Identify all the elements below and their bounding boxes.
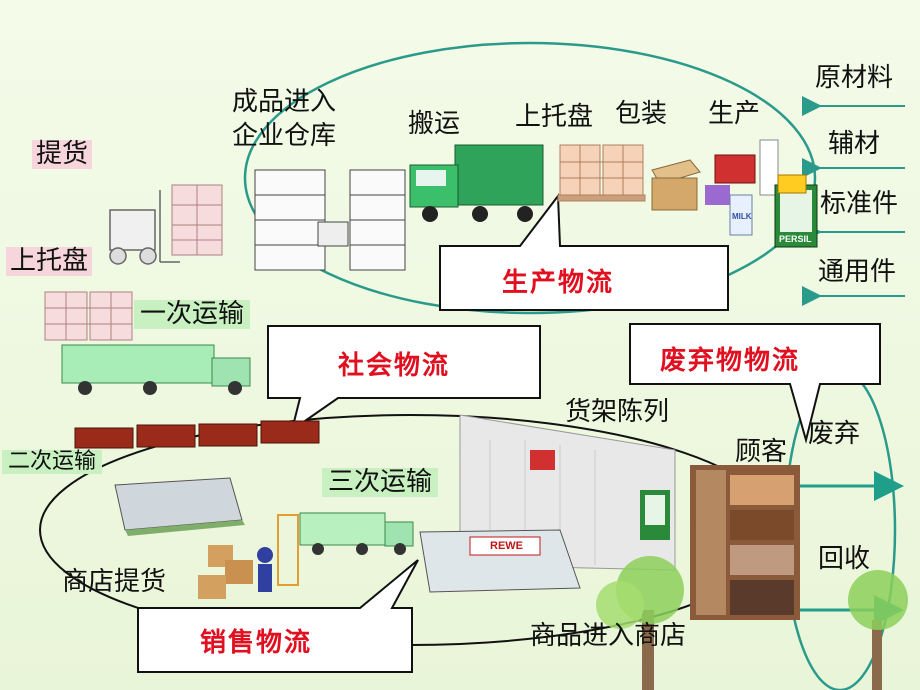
label-shelf-display: 货架陈列 (565, 397, 670, 427)
distribution-center-illustration (114, 477, 245, 536)
input-general-parts: 通用件 (818, 257, 897, 287)
label-finished-warehouse-line1: 成品进入 (232, 87, 337, 117)
production-logistics-ellipse (243, 41, 817, 315)
bubble-waste-logistics: 废弃物物流 (660, 346, 801, 376)
sales-bubble-shape (137, 559, 419, 673)
input-raw-materials: 原材料 (815, 63, 894, 93)
production-bubble-shape (439, 193, 729, 311)
label-carry: 搬运 (408, 109, 461, 139)
label-second-transport: 二次运输 (2, 449, 103, 475)
label-store-pickup: 商店提货 (62, 567, 167, 597)
third-transport-truck (299, 512, 414, 555)
pallet-stack-left-top (171, 184, 223, 256)
input-standard-parts: 标准件 (820, 189, 899, 219)
label-package: 包装 (615, 99, 668, 129)
customer-shopping-photo (690, 465, 800, 620)
label-recycle: 回收 (818, 544, 871, 574)
warehouse-racks-illustration (254, 169, 406, 271)
cardboard-box-illustration (651, 159, 701, 211)
train-illustration (74, 420, 320, 449)
label-pickup: 提货 (32, 140, 93, 169)
store-sign: REWE (490, 540, 523, 552)
label-first-transport: 一次运输 (134, 300, 251, 329)
store-pickup-workers (198, 514, 299, 599)
forklift-illustration (109, 190, 180, 265)
label-palletize-left: 上托盘 (6, 247, 93, 276)
first-transport-truck (61, 344, 251, 395)
waste-bubble-shape (629, 323, 881, 444)
decorative-trees (596, 556, 908, 690)
label-customer: 顾客 (735, 437, 788, 467)
pallet-stack-left (44, 291, 133, 341)
bubble-sales-logistics: 销售物流 (200, 628, 313, 658)
pallet-boxes-top (557, 144, 646, 202)
input-auxiliary-materials: 辅材 (828, 129, 881, 159)
green-truck-illustration (409, 144, 544, 222)
input-arrows (802, 96, 905, 306)
label-discard: 废弃 (808, 419, 861, 449)
label-palletize-top: 上托盘 (515, 102, 594, 132)
product-brand-label: PERSIL (779, 234, 812, 244)
label-goods-enter-store: 商品进入商店 (530, 621, 687, 651)
label-produce: 生产 (708, 99, 761, 129)
products-illustration (705, 139, 818, 248)
label-third-transport: 三次运输 (322, 468, 439, 497)
milk-label: MILK (732, 212, 752, 221)
store-building-illustration (419, 529, 581, 593)
bubble-production-logistics: 生产物流 (502, 268, 615, 298)
label-finished-warehouse-line2: 企业仓库 (232, 121, 337, 151)
bubble-social-logistics: 社会物流 (338, 351, 451, 381)
social-bubble-shape (267, 325, 541, 433)
